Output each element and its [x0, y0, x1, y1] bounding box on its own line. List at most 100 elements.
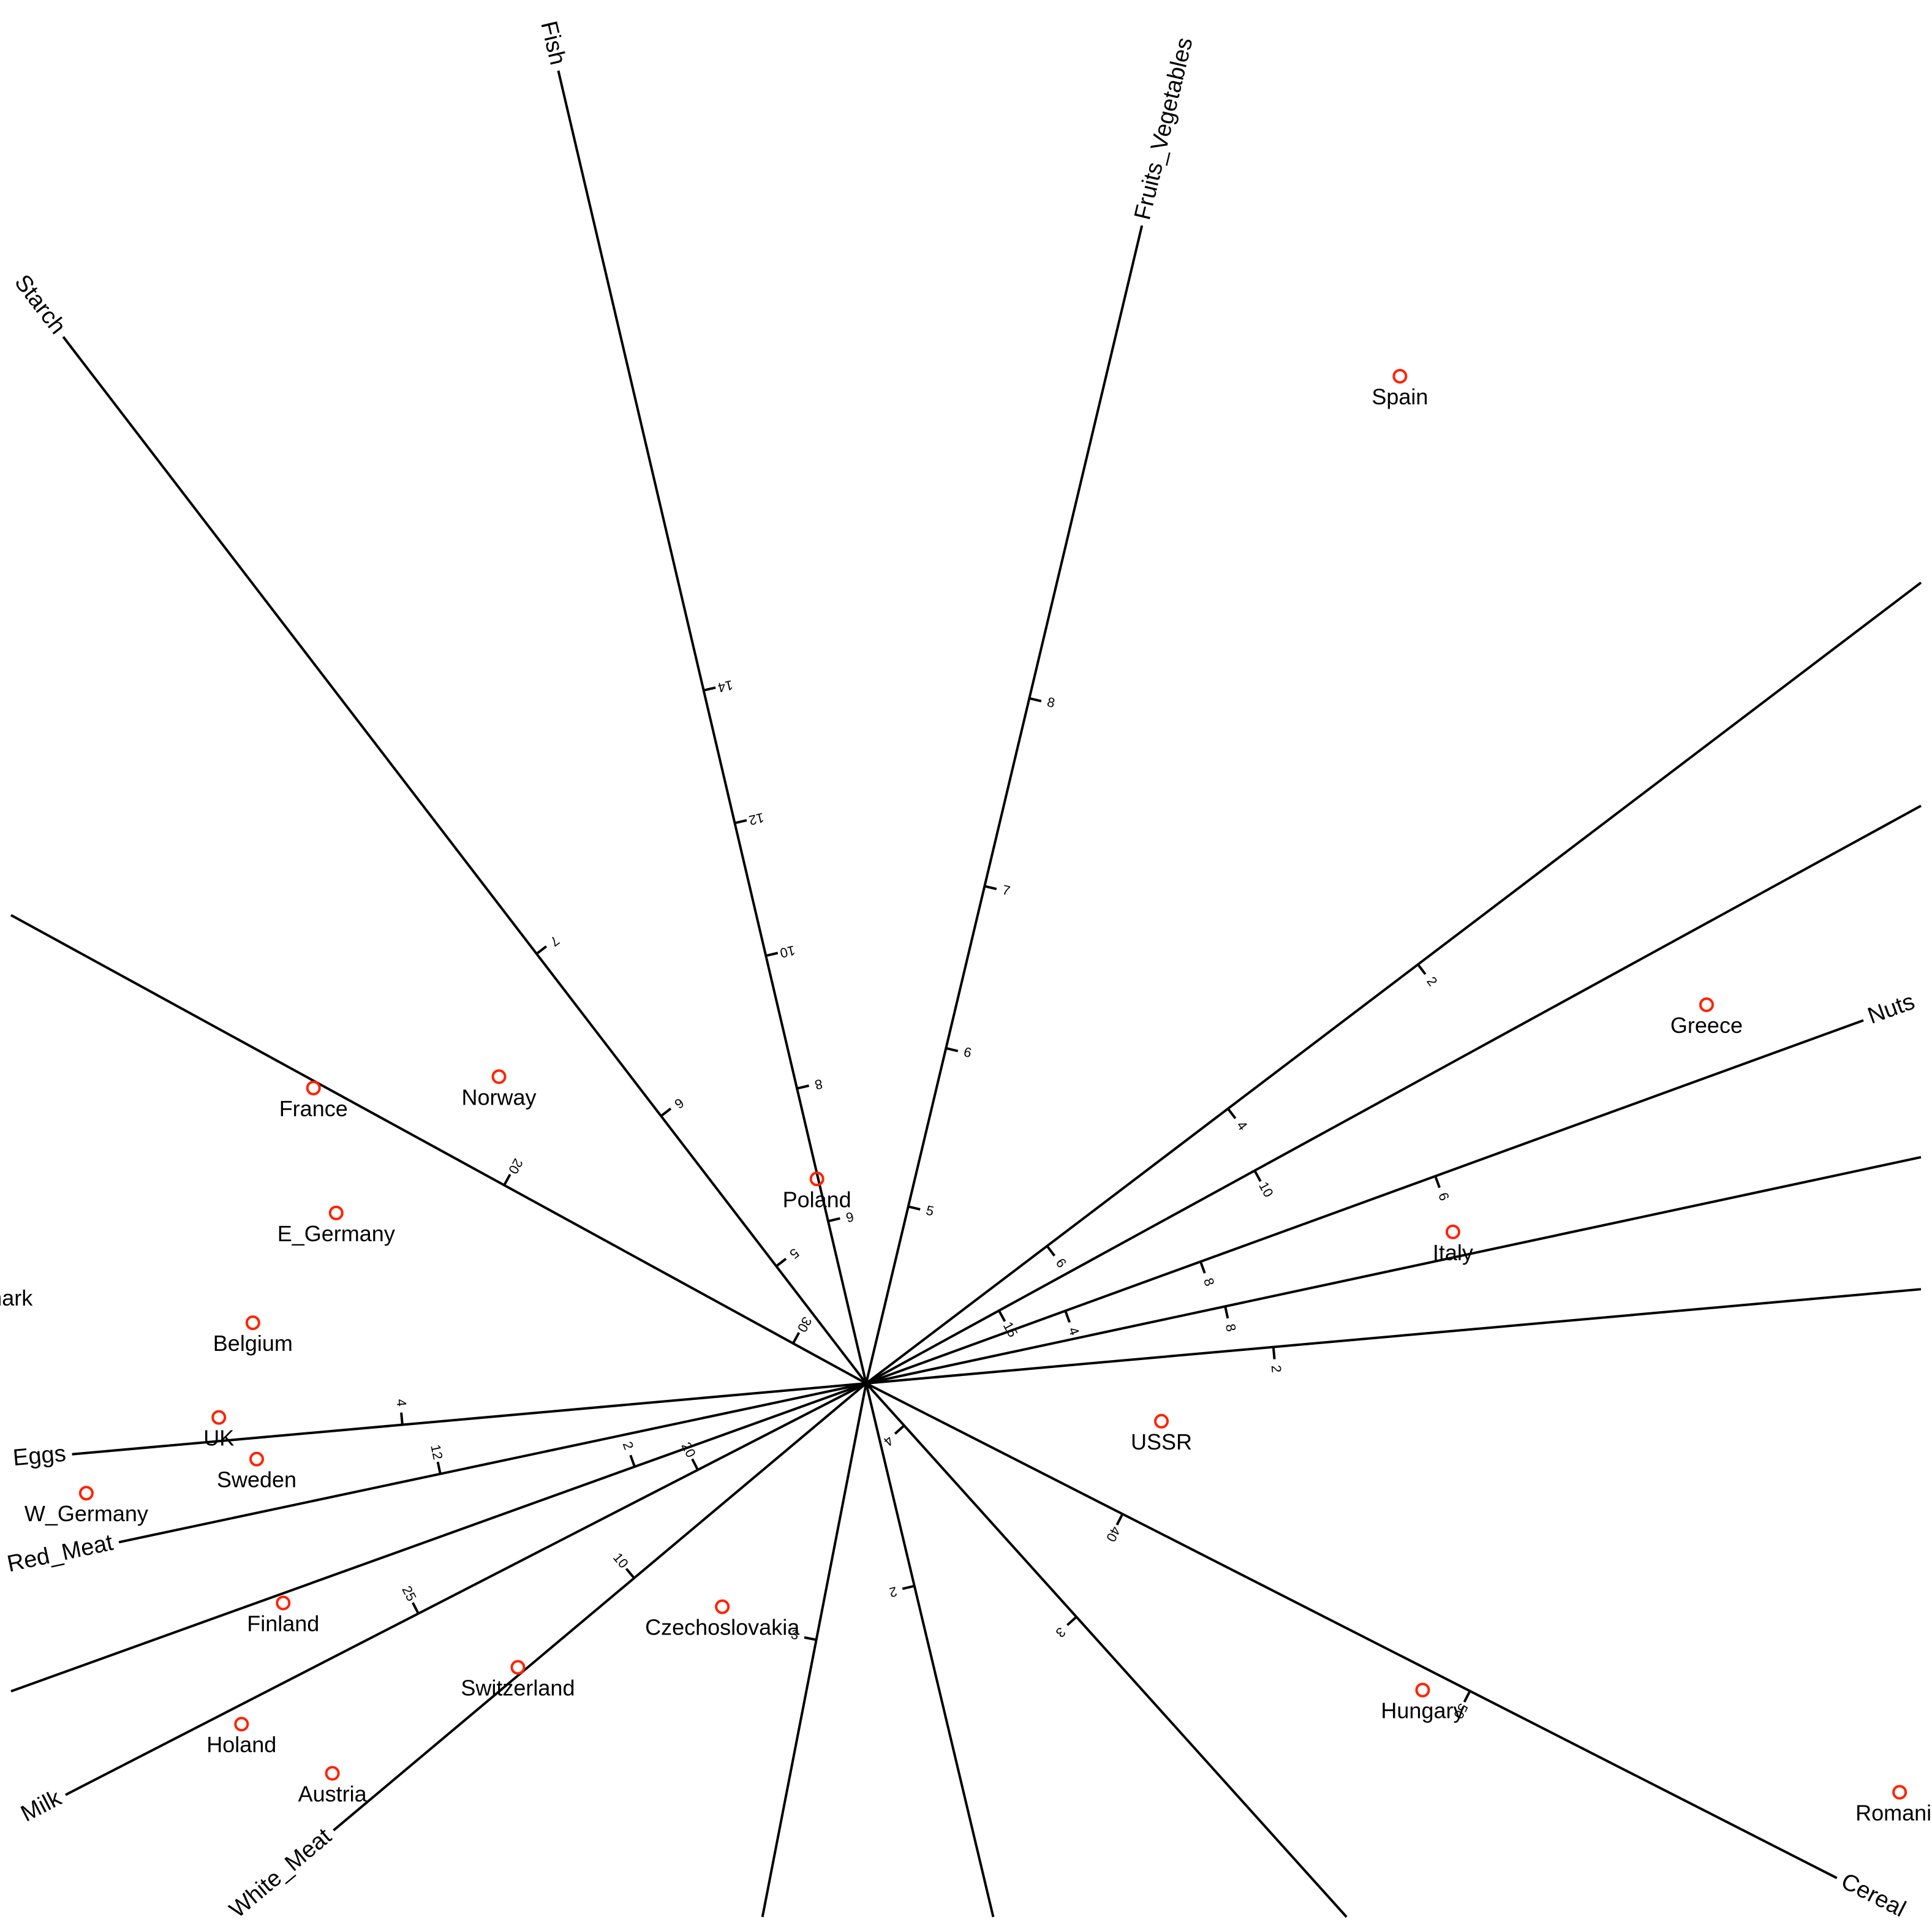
point-marker-holand	[234, 1717, 249, 1732]
tick-mark-unnamed-a-30	[791, 1332, 801, 1344]
point-label-czechoslovakia: Czechoslovakia	[645, 1615, 800, 1640]
tick-mark-unnamed-c-10	[1253, 1170, 1262, 1182]
point-label-hungary: Hungary	[1381, 1698, 1464, 1723]
point-marker-poland	[809, 1171, 824, 1187]
tick-mark-fruits-vegetables-5	[908, 1205, 921, 1211]
tick-mark-unnamed-i-3	[1066, 1616, 1077, 1627]
tick-label-fish-14: 14	[716, 677, 734, 695]
point-marker-w-germany	[78, 1486, 94, 1501]
point-label-poland: Poland	[783, 1187, 851, 1212]
axis-unnamed-i: 43	[865, 1382, 1348, 1918]
tick-label-fruits-vegetables-5: 5	[924, 1203, 935, 1219]
data-point-czechoslovakia: Czechoslovakia	[645, 1599, 800, 1640]
axis-line-fruits-vegetables	[865, 225, 1144, 1384]
tick-label-fish-12: 12	[747, 810, 766, 828]
axis-label-nuts: Nuts	[1865, 989, 1919, 1029]
point-marker-uk	[211, 1410, 227, 1425]
tick-mark-cereal-50	[1463, 1690, 1471, 1703]
axis-line-unnamed-d	[866, 1155, 1922, 1385]
tick-mark-fish-14	[703, 686, 716, 692]
data-point-sweden: Sweden	[217, 1451, 296, 1492]
data-point-norway: Norway	[462, 1069, 537, 1110]
axis-line-unnamed-b	[865, 581, 1922, 1385]
point-marker-hungary	[1415, 1682, 1430, 1698]
tick-mark-starch-5	[775, 1258, 787, 1268]
axis-line-nuts	[866, 1019, 1864, 1385]
tick-label-nuts-4: 4	[1065, 1325, 1082, 1337]
point-marker-romania	[1892, 1785, 1907, 1800]
tick-label-nuts-6: 6	[1435, 1190, 1452, 1203]
tick-label-unnamed-i-3: 3	[1053, 1624, 1069, 1641]
tick-label-unnamed-b-6: 6	[1053, 1255, 1070, 1271]
axis-line-unnamed-h	[865, 1383, 995, 1918]
tick-mark-fish-6	[828, 1217, 840, 1223]
axis-line-unnamed-e	[866, 1288, 1922, 1385]
axis-line-fish	[557, 70, 867, 1384]
axis-line-white-meat	[333, 1382, 867, 1832]
axis-label-fish: Fish	[535, 18, 570, 67]
tick-label-fruits-vegetables-8: 8	[1046, 694, 1057, 711]
tick-label-unnamed-g-3: 3	[790, 1627, 800, 1643]
tick-label-unnamed-i-4: 4	[880, 1433, 896, 1450]
tick-mark-fish-8	[796, 1084, 810, 1090]
tick-label-red-meat-12: 12	[428, 1443, 446, 1461]
tick-label-unnamed-d-8: 8	[1223, 1323, 1239, 1333]
point-label-belgium: Belgium	[213, 1331, 293, 1356]
axis-line-unnamed-g	[761, 1383, 867, 1918]
tick-label-unnamed-b-2: 2	[1424, 973, 1440, 989]
point-label-uk: UK	[203, 1426, 234, 1451]
data-point-w-germany: W_Germany	[25, 1486, 148, 1526]
tick-label-unnamed-a-20: 20	[505, 1156, 526, 1176]
tick-mark-starch-7	[535, 945, 548, 955]
axis-line-starch	[62, 336, 867, 1385]
data-point-denmark: Denmark	[0, 1285, 33, 1310]
tick-label-unnamed-b-4: 4	[1234, 1118, 1250, 1133]
tick-label-starch-6: 6	[671, 1095, 687, 1111]
axis-line-unnamed-a	[10, 913, 867, 1385]
tick-label-unnamed-a-30: 30	[794, 1314, 815, 1334]
tick-label-milk-20: 20	[679, 1440, 699, 1460]
axis-label-white-meat: White_Meat	[225, 1823, 337, 1923]
tick-mark-nuts-4	[1064, 1310, 1071, 1323]
axis-line-red-meat	[118, 1382, 867, 1544]
tick-label-cereal-40: 40	[1103, 1524, 1123, 1544]
axis-unnamed-b: 2 4 6	[865, 581, 1922, 1385]
point-marker-france	[306, 1080, 321, 1095]
tick-label-starch-7: 7	[547, 933, 562, 950]
tick-mark-red-meat-12	[436, 1461, 442, 1475]
tick-mark-unnamed-i-4	[894, 1424, 905, 1435]
tick-mark-unnamed-b-6	[1046, 1245, 1056, 1257]
axis-nuts: 6 8 4 Nuts	[866, 989, 1919, 1385]
tick-label-fish-10: 10	[779, 943, 797, 961]
tick-mark-nuts-8	[1199, 1261, 1206, 1274]
axis-label-cereal: Cereal	[1837, 1869, 1910, 1922]
point-label-holand: Holand	[206, 1732, 276, 1757]
point-marker-finland	[276, 1595, 291, 1611]
data-point-greece: Greece	[1670, 997, 1743, 1038]
axis-line-unnamed-c	[866, 804, 1922, 1385]
axis-label-starch: Starch	[9, 270, 70, 339]
tick-label-fruits-vegetables-6: 6	[962, 1044, 973, 1060]
tick-label-white-meat-10: 10	[610, 1550, 632, 1571]
point-marker-sweden	[249, 1451, 265, 1467]
data-point-switzerland: Switzerland	[461, 1660, 575, 1701]
data-point-finland: Finland	[247, 1595, 319, 1636]
axis-line-milk	[65, 1382, 867, 1796]
data-point-austria: Austria	[298, 1766, 368, 1807]
point-label-denmark: Denmark	[0, 1285, 33, 1310]
data-point-belgium: Belgium	[213, 1315, 293, 1356]
tick-mark-fruits-vegetables-6	[945, 1046, 959, 1053]
point-label-france: France	[279, 1096, 348, 1121]
tick-label-milk-25: 25	[399, 1583, 419, 1603]
tick-mark-unnamed-b-4	[1227, 1108, 1237, 1119]
tick-label-unnamed-c-10: 10	[1256, 1179, 1277, 1200]
point-marker-italy	[1445, 1224, 1460, 1239]
tick-label-unnamed-c-15: 15	[1000, 1319, 1021, 1339]
tick-mark-unnamed-d-8	[1224, 1306, 1229, 1319]
